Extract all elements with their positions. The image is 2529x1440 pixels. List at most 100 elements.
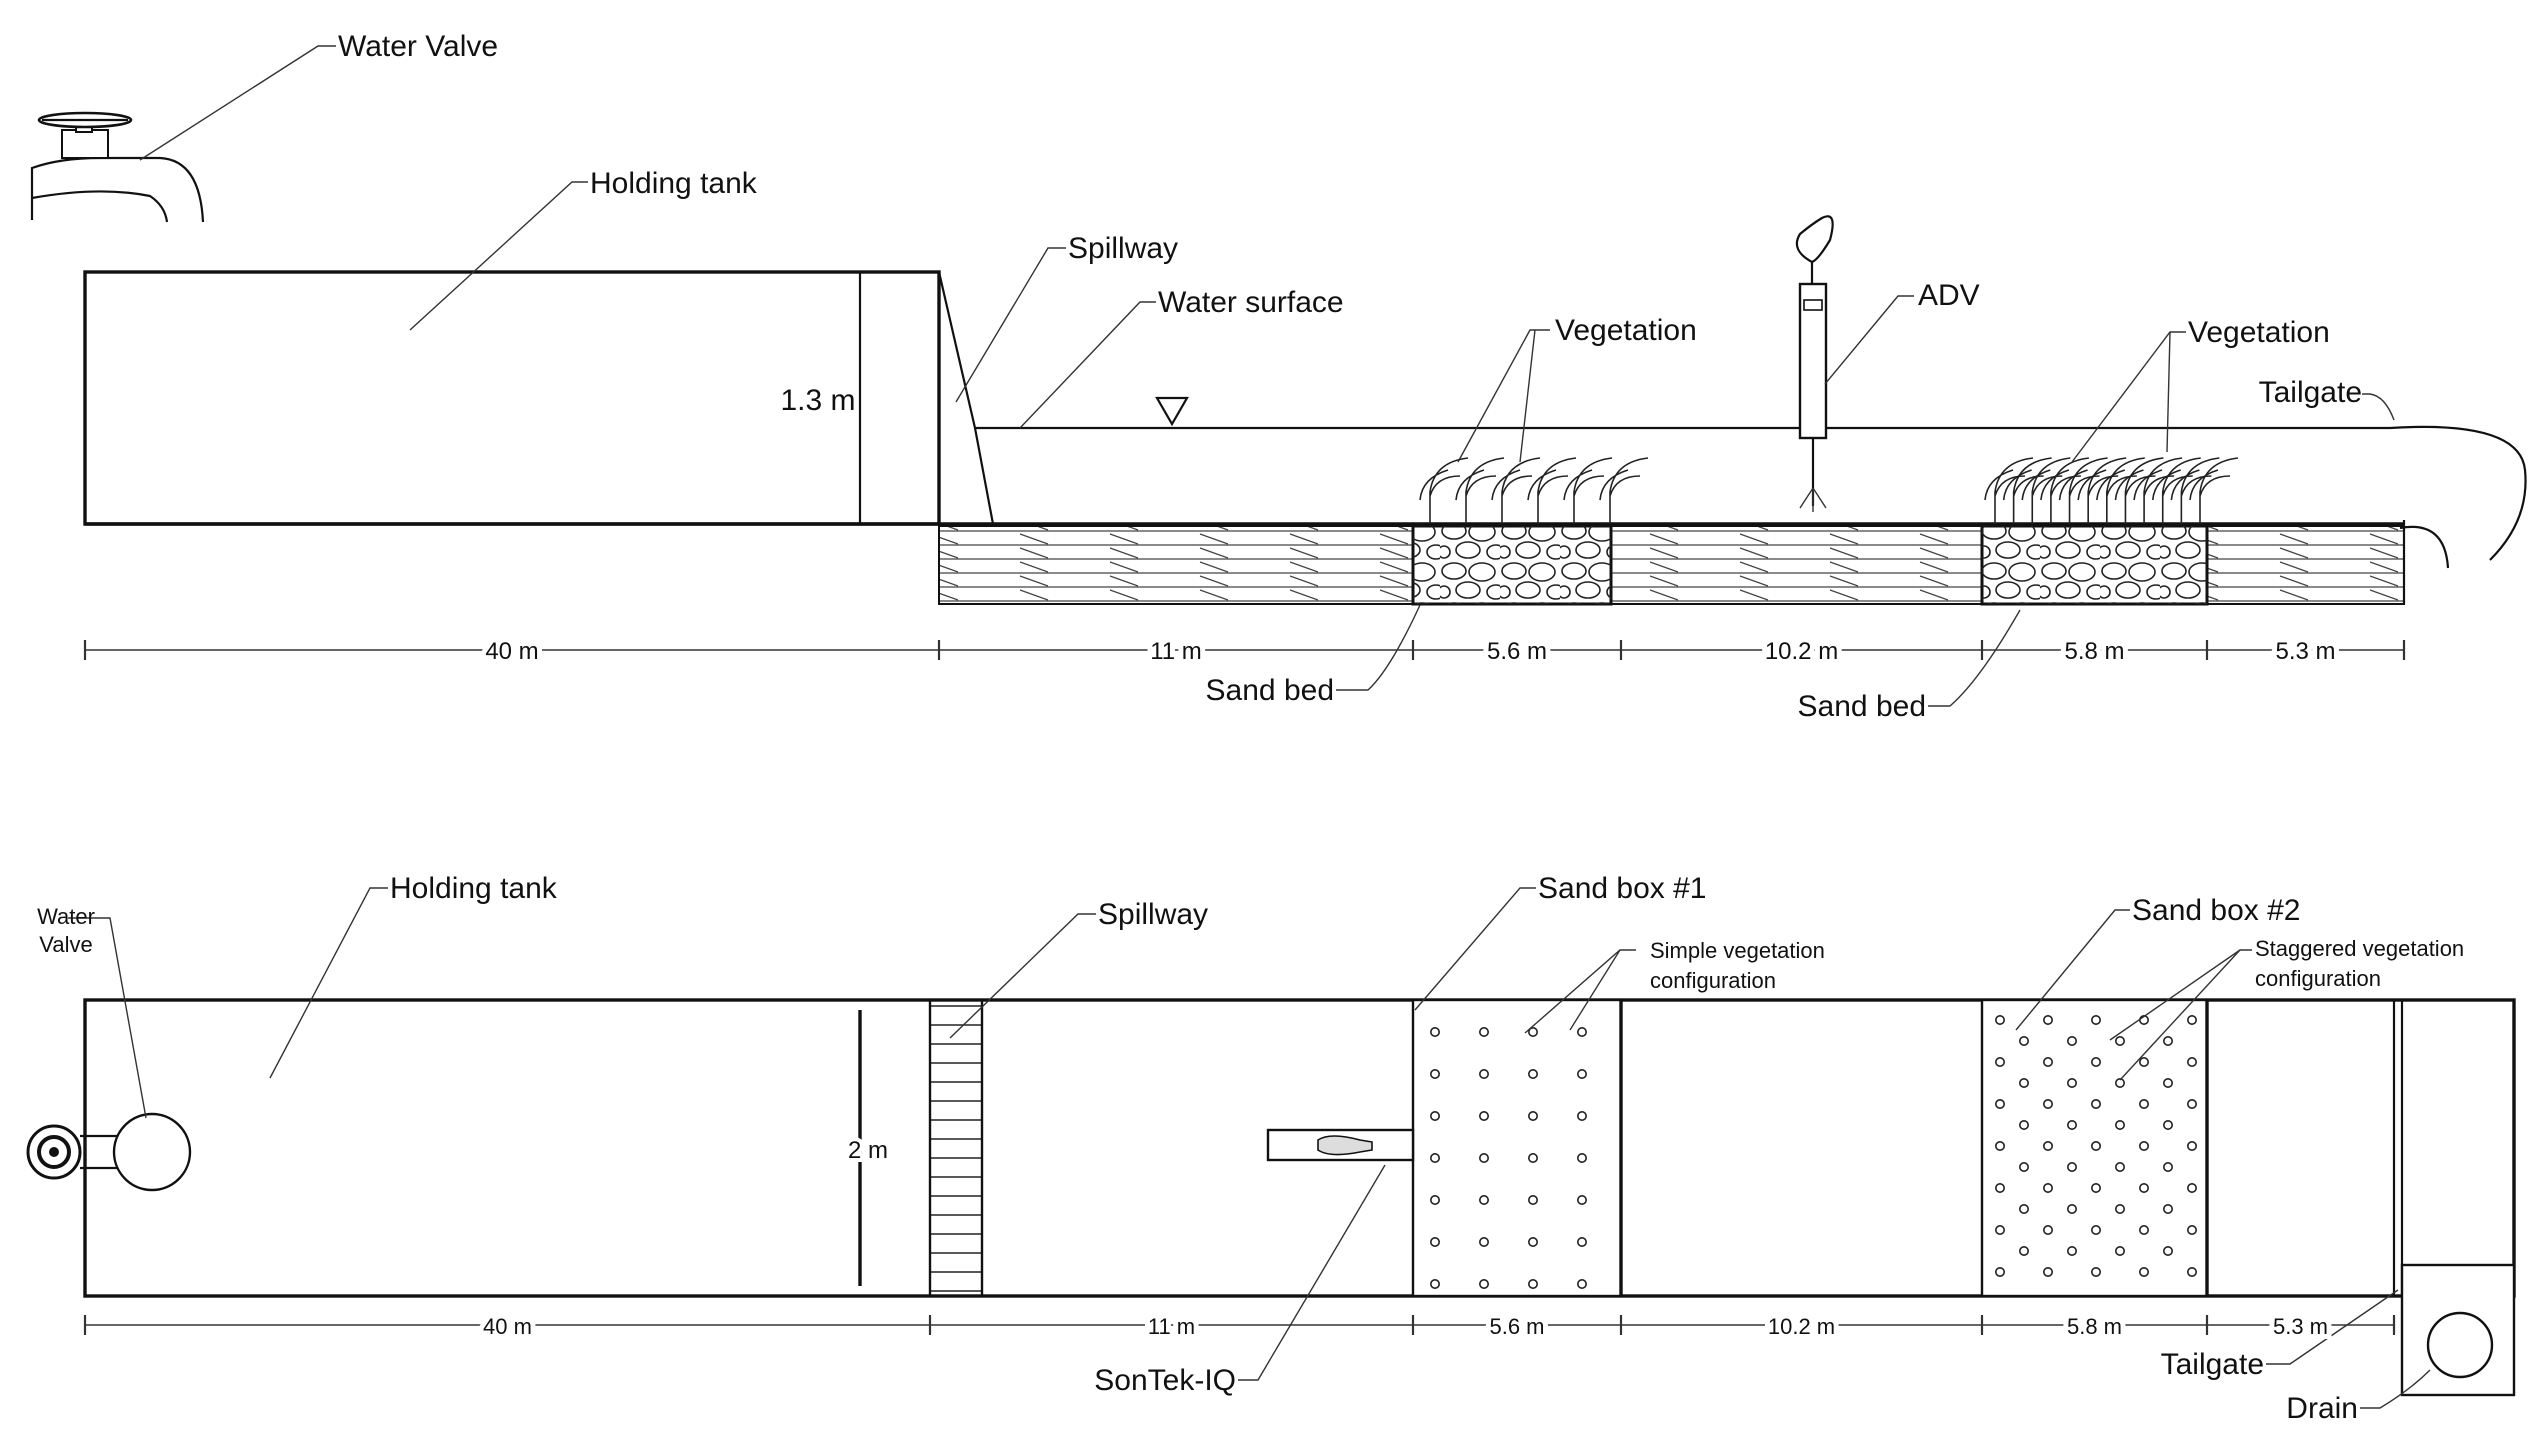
vegetation-stem-dot — [2043, 1099, 2054, 1110]
vegetation-stem-dot — [1577, 1027, 1588, 1038]
spillway — [937, 271, 995, 525]
vegetation-stem-dot — [2139, 1099, 2150, 1110]
plant-stem — [1599, 457, 1649, 524]
vegetation-stem-dot — [1430, 1153, 1441, 1164]
vegetation-stem-dot — [1577, 1153, 1588, 1164]
vegetation-stem-dot — [2091, 1225, 2102, 1236]
vegetation-stem-dot — [2067, 1120, 2078, 1131]
plant-stem — [1419, 457, 1469, 524]
vegetation-stem-dot — [1479, 1027, 1490, 1038]
vegetation-stem-dot — [2163, 1036, 2174, 1047]
vegetation-stem-dot — [1430, 1279, 1441, 1290]
plant-stem — [1527, 457, 1577, 524]
sand-box-1 — [1411, 998, 1623, 1298]
vegetation-stem-dot — [1479, 1237, 1490, 1248]
vegetation-stem-dot — [2019, 1078, 2030, 1089]
vegetation-stem-dot — [1479, 1111, 1490, 1122]
vegetation-stem-dot — [1528, 1279, 1539, 1290]
vegetation-stem-dot — [2187, 1014, 2198, 1025]
vegetation-stem-dot — [1528, 1195, 1539, 1206]
dimension-label: 11 m — [1150, 638, 1202, 665]
dimension-label: 10.2 m — [1768, 1314, 1835, 1339]
dimension-label: 5.3 m — [2275, 638, 2335, 665]
vegetation-stem-dot — [2187, 1057, 2198, 1068]
vegetation-stem-dot — [2067, 1246, 2078, 1257]
vegetation-stem-dot — [2091, 1057, 2102, 1068]
vegetation-stem-dot — [2091, 1014, 2102, 1025]
vegetation-stem-dot — [1430, 1237, 1441, 1248]
vegetation-stem-dot — [2187, 1267, 2198, 1278]
plant-stem — [2077, 457, 2127, 524]
plan-valve-icon — [26, 1112, 192, 1192]
vegetation-stem-dot — [2091, 1141, 2102, 1152]
vegetation-stem-dot — [2139, 1225, 2150, 1236]
vegetation-stem-dot — [1995, 1267, 2006, 1278]
vegetation-stem-dot — [1577, 1111, 1588, 1122]
water-surface-label: Water surface — [1158, 286, 1344, 319]
dimension-label: 5.8 m — [2064, 638, 2124, 665]
vegetation-2 — [1984, 457, 2239, 524]
sand-bed-label-1: Sand bed — [1206, 674, 1334, 707]
vegetation-stem-dot — [2043, 1057, 2054, 1068]
vegetation-stem-dot — [1479, 1279, 1490, 1290]
tailgate-label: Tailgate — [2259, 376, 2362, 409]
vegetation-stem-dot — [2091, 1183, 2102, 1194]
staggered-vegetation-dots — [1995, 1014, 2198, 1278]
vegetation-stem-dot — [2019, 1204, 2030, 1215]
vegetation-stem-dot — [2019, 1162, 2030, 1173]
dimension-label: 10.2 m — [1765, 638, 1838, 665]
vegetation-stem-dot — [2067, 1204, 2078, 1215]
vegetation-stem-dot — [2115, 1036, 2126, 1047]
vegetation-stem-dot — [2043, 1014, 2054, 1025]
vegetation-stem-dot — [1528, 1027, 1539, 1038]
plan-holding-tank-label: Holding tank — [390, 872, 558, 905]
vegetation-stem-dot — [2187, 1225, 2198, 1236]
vegetation-stem-dot — [2043, 1225, 2054, 1236]
vegetation-stem-dot — [1577, 1237, 1588, 1248]
vegetation-stem-dot — [1430, 1195, 1441, 1206]
dimension-label: 5.3 m — [2273, 1314, 2328, 1339]
valve-icon — [30, 111, 205, 223]
vegetation-stem-dot — [2163, 1120, 2174, 1131]
spillway-label: Spillway — [1068, 232, 1178, 265]
sontek-iq-icon — [1266, 1128, 1415, 1162]
vegetation-stem-dot — [1995, 1141, 2006, 1152]
vegetation-stem-dot — [2115, 1204, 2126, 1215]
vegetation-label-1: Vegetation — [1555, 314, 1697, 347]
plant-stem — [2002, 457, 2052, 524]
adv-icon — [1795, 215, 1834, 512]
vegetation-stem-dot — [2187, 1141, 2198, 1152]
vegetation-stem-dot — [1528, 1237, 1539, 1248]
vegetation-stem-dot — [1577, 1069, 1588, 1080]
plan-spillway — [928, 998, 984, 1298]
vegetation-stem-dot — [2139, 1267, 2150, 1278]
plant-stem — [1491, 457, 1541, 524]
dimension-label: 11 m — [1148, 1314, 1195, 1339]
plant-stem — [2114, 457, 2164, 524]
vegetation-stem-dot — [2115, 1162, 2126, 1173]
dimension-label: 40 m — [483, 1314, 532, 1339]
vegetation-stem-dot — [1995, 1057, 2006, 1068]
vegetation-stem-dot — [1995, 1099, 2006, 1110]
vegetation-stem-dot — [2019, 1036, 2030, 1047]
plant-stem — [1455, 457, 1505, 524]
vegetation-stem-dot — [1528, 1111, 1539, 1122]
dimension-label: 5.8 m — [2067, 1314, 2122, 1339]
dimension-label: 40 m — [485, 638, 538, 665]
water-valve-label: Water Valve — [338, 30, 498, 63]
vegetation-stem-dot — [1430, 1111, 1441, 1122]
side-view: 1.3 m — [30, 30, 2527, 723]
drain-icon — [2426, 1311, 2494, 1379]
water-level-marker-icon — [1155, 396, 1189, 427]
simple-vegetation-dots — [1430, 1027, 1588, 1290]
vegetation-stem-dot — [2163, 1204, 2174, 1215]
plant-stem — [1984, 457, 2034, 524]
vegetation-stem-dot — [1479, 1153, 1490, 1164]
vegetation-stem-dot — [2019, 1246, 2030, 1257]
vegetation-stem-dot — [1577, 1279, 1588, 1290]
vegetation-stem-dot — [2187, 1183, 2198, 1194]
vegetation-stem-dot — [2139, 1183, 2150, 1194]
